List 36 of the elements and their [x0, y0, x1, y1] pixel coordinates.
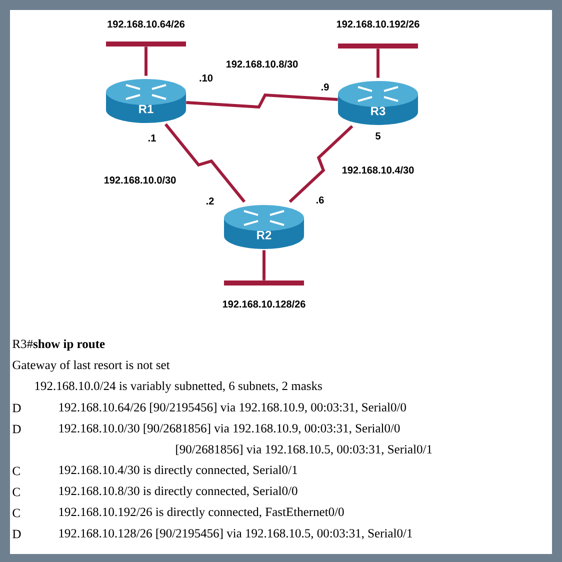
serial-link — [164, 123, 246, 203]
interface-address: .9 — [322, 83, 329, 91]
network-label: 192.168.10.192/26 — [336, 20, 420, 28]
ethernet-link — [262, 250, 266, 280]
route-entry: 192.168.10.8/30 is directly connected, Serial0/0 — [59, 486, 298, 498]
network-label: 192.168.10.64/26 — [108, 20, 185, 28]
router: R2 — [224, 205, 304, 249]
output-line: Gateway of last resort is not set — [12, 360, 170, 372]
route-entry: 192.168.10.4/30 is directly connected, Serial0/1 — [59, 465, 298, 477]
interface-address: .2 — [206, 198, 214, 204]
route-code: D — [12, 424, 21, 434]
command-line: R3#show ip route — [12, 339, 105, 351]
route-code: C — [12, 488, 20, 496]
serial-link — [288, 125, 354, 203]
network-label: 192.168.10.128/26 — [222, 300, 306, 308]
ethernet-link — [376, 48, 380, 78]
route-code: D — [12, 404, 21, 412]
router: R1 — [106, 79, 186, 123]
serial-link — [186, 93, 338, 109]
network-segment — [338, 44, 418, 48]
route-entry: 192.168.10.0/30 [90/2681856] via 192.168.10.9, 00:03:31, Serial0/0 — [59, 424, 400, 434]
interface-address: .10 — [200, 74, 213, 82]
network-segment — [106, 42, 186, 46]
route-entry: 192.168.10.64/26 [90/2195456] via 192.168.10.9, 00:03:31, Serial0/0 — [59, 402, 406, 414]
network-segment — [224, 280, 304, 286]
ethernet-link — [144, 46, 148, 76]
route-code: D — [12, 530, 21, 538]
router: R3 — [338, 81, 418, 125]
route-entry: 192.168.10.192/26 is directly connected, FastEthernet0/0 — [59, 507, 344, 519]
route-code: C — [12, 466, 20, 476]
route-code: C — [12, 508, 20, 518]
output-line: 192.168.10.0/24 is variably subnetted, 6 subnets, 2 masks — [35, 381, 322, 393]
interface-address: .6 — [316, 196, 324, 204]
route-entry: [90/2681856] via 192.168.10.5, 00:03:31, Serial0/1 — [176, 444, 432, 456]
interface-address: .1 — [148, 134, 156, 142]
route-entry: 192.168.10.128/26 [90/2195456] via 192.168.10.5, 00:03:31, Serial0/1 — [59, 528, 412, 540]
